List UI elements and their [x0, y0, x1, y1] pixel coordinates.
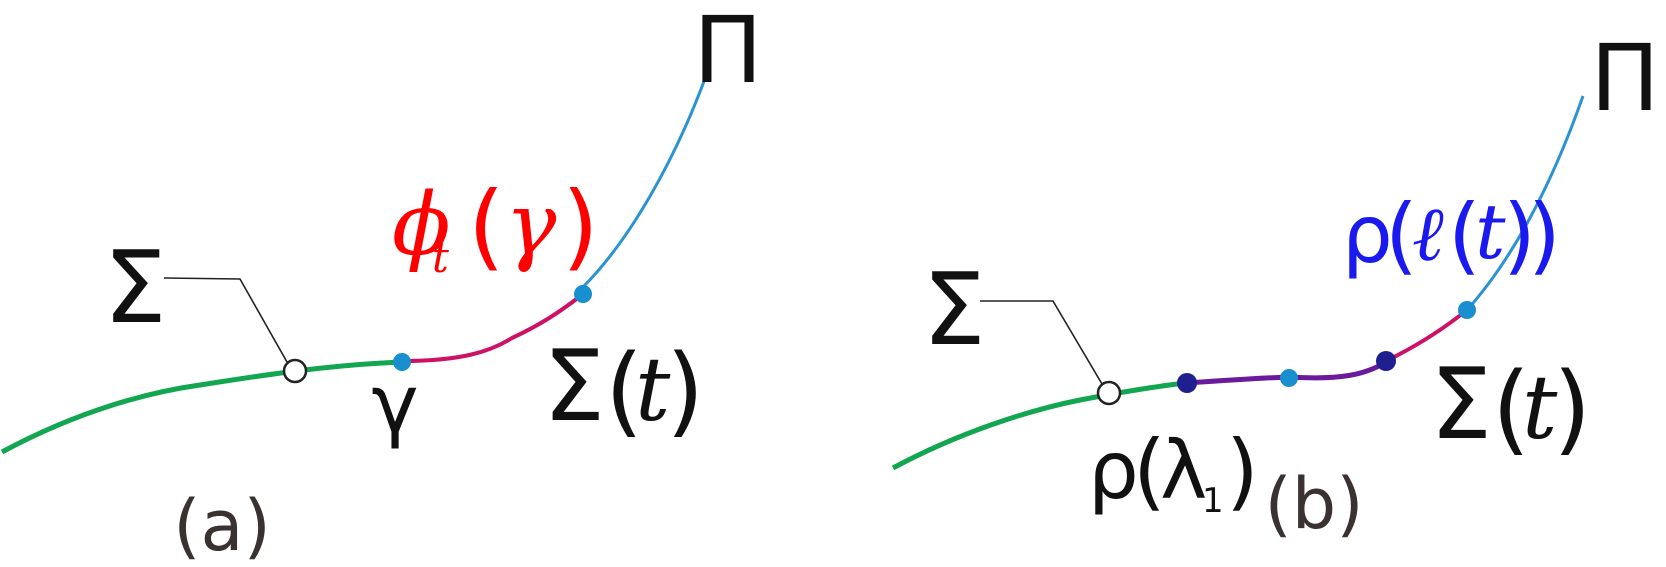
panel-a-open-point [282, 358, 308, 384]
panel-a-pi-label: Π [693, 0, 762, 104]
rho-ell-open-paren-2: ( [1448, 186, 1481, 284]
panel-a-sigma-t-dot [574, 285, 592, 303]
sigma-t-b-open-paren: ( [1492, 352, 1530, 466]
rho-ell-close-paren: ) [1528, 186, 1561, 284]
rho-lambda-subscript: 1 [1202, 481, 1224, 521]
panel-b-blue-curve [1465, 95, 1585, 312]
phi-close-paren: ) [562, 172, 599, 281]
sigma-t-symbol: Σ [543, 330, 605, 444]
panel-b-pi-label: Π [1590, 25, 1659, 132]
panel-b-mid-dot [1280, 369, 1298, 387]
sigma-t-b-symbol: Σ [1430, 348, 1492, 462]
sigma-t-open-paren: ( [605, 334, 643, 448]
panel-a-sigma-leader [163, 277, 288, 363]
panel-a-gamma-dot [393, 353, 411, 371]
panel-a-sigma-label: Σ [103, 229, 166, 346]
rho-ell-open-paren: ( [1385, 186, 1418, 284]
panel-b: Π Σ ρ ( λ 1 ) ρ ( ℓ ( t ) ) Σ ( t ) (b) [891, 25, 1660, 545]
panel-a-caption: (a) [173, 485, 271, 567]
phi-subscript: t [432, 233, 449, 282]
sigma-t-b-arg: t [1522, 356, 1558, 459]
sigma-t-close-paren: ) [666, 334, 704, 448]
panel-b-open-point [1096, 380, 1122, 406]
panel-b-caption: (b) [1264, 463, 1363, 545]
panel-a-magenta-segment [401, 292, 585, 363]
rho-lambda-arg: λ [1160, 424, 1207, 517]
panel-b-green-curve [891, 380, 1188, 471]
panel-a: Π Σ γ ϕ t ( γ ) Σ ( t ) (a) [0, 0, 763, 567]
panel-a-sigma-t-label: Σ ( t ) [543, 330, 704, 448]
sigma-t-b-close-paren: ) [1553, 352, 1591, 466]
panel-b-sigma-t-label: Σ ( t ) [1430, 348, 1591, 466]
panel-b-sigma-label: Σ [922, 251, 985, 368]
rho-lambda-open-paren: ( [1133, 422, 1166, 520]
panel-b-end-dot [1376, 351, 1396, 371]
panel-a-blue-curve [581, 75, 708, 289]
panel-a-gamma-label: γ [371, 358, 418, 451]
panel-a-green-curve [0, 359, 403, 455]
rho-ell-ell: ℓ [1412, 189, 1444, 278]
rho-ell-symbol: ρ [1342, 188, 1393, 281]
rho-ell-close-paren-2: ) [1503, 186, 1536, 284]
panel-b-rho-lambda-label: ρ ( λ 1 ) [1088, 422, 1259, 521]
rho-lambda-symbol: ρ [1088, 424, 1139, 517]
panel-b-rho-ell-label: ρ ( ℓ ( t ) ) [1342, 186, 1561, 284]
panel-b-sigma-t-dot [1458, 301, 1476, 319]
sigma-t-arg: t [635, 338, 671, 441]
rho-ell-arg: t [1475, 187, 1506, 276]
phi-open-paren: ( [468, 172, 505, 281]
panel-b-sigma-leader [980, 300, 1103, 385]
phi-symbol: ϕ [392, 175, 451, 275]
panel-b-lambda-dot [1177, 373, 1197, 393]
phi-arg: γ [505, 175, 557, 275]
panel-a-phi-label: ϕ t ( γ ) [392, 172, 599, 282]
rho-lambda-close-paren: ) [1226, 422, 1259, 520]
